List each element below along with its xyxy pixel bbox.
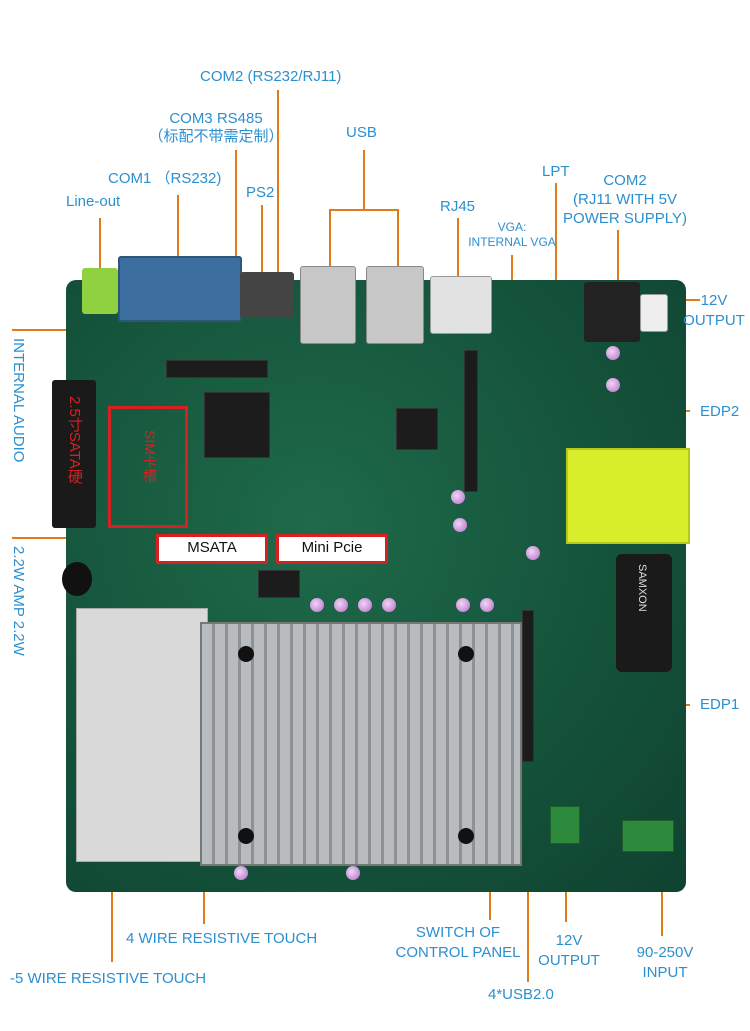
label-input-line2: INPUT bbox=[642, 964, 688, 981]
label-input-line1: 90-250V bbox=[636, 944, 694, 961]
label-vga-line2: INTERNAL VGA bbox=[468, 235, 556, 249]
label-com2-right-line2: (RJ11 WITH 5V bbox=[573, 191, 677, 208]
power-transformer bbox=[566, 448, 690, 544]
label-switch-line2: CONTROL PANEL bbox=[395, 944, 521, 961]
edp1-connector bbox=[522, 610, 534, 762]
msata-box: MSATA bbox=[156, 534, 268, 564]
capacitor bbox=[453, 518, 467, 532]
label-ps2: PS2 bbox=[246, 184, 275, 201]
capacitor bbox=[526, 546, 540, 560]
rj45-port bbox=[430, 276, 492, 334]
label-12v-bottom-line1: 12V bbox=[555, 932, 583, 949]
label-amp: 2.2W AMP 2.2W bbox=[10, 546, 27, 656]
label-com2-top: COM2 (RS232/RJ11) bbox=[200, 68, 342, 85]
ram-chip bbox=[166, 360, 268, 378]
minipcie-box: Mini Pcie bbox=[276, 534, 388, 564]
label-com3-line2: （标配不带需定制） bbox=[148, 128, 284, 145]
capacitor-brand: SAMXON bbox=[636, 564, 648, 612]
capacitor bbox=[606, 346, 620, 360]
usb-port-2 bbox=[366, 266, 424, 344]
label-12v-bottom-line2: OUTPUT bbox=[538, 952, 600, 969]
label-edp1: EDP1 bbox=[700, 696, 740, 713]
sim-slot-box bbox=[108, 406, 188, 528]
bulk-capacitor: SAMXON bbox=[616, 554, 672, 672]
heatsink-screw bbox=[238, 828, 254, 844]
label-touch4: 4 WIRE RESISTIVE TOUCH bbox=[126, 930, 318, 947]
com2-rj11-port bbox=[584, 282, 640, 342]
capacitor bbox=[346, 866, 360, 880]
label-usb20: 4*USB2.0 bbox=[488, 986, 554, 1003]
label-com3-line1: COM3 RS485 bbox=[169, 110, 263, 127]
label-12v-right-line2: OUTPUT bbox=[683, 312, 745, 329]
capacitor bbox=[358, 598, 372, 612]
com1-db9-port bbox=[118, 256, 242, 322]
so-dimm-slot bbox=[76, 608, 208, 862]
power-input-terminal bbox=[622, 820, 674, 852]
magic-chip bbox=[258, 570, 300, 598]
label-com1: COM1 （RS232) bbox=[108, 170, 222, 187]
capacitor bbox=[382, 598, 396, 612]
cpu-heatsink bbox=[200, 622, 522, 866]
capacitor bbox=[451, 490, 465, 504]
line-out-jack bbox=[82, 268, 118, 314]
label-12v-right-line1: 12V bbox=[700, 292, 728, 309]
usb-port-1 bbox=[300, 266, 356, 344]
heatsink-screw bbox=[458, 646, 474, 662]
cpu-chip bbox=[204, 392, 270, 458]
heatsink-screw bbox=[238, 646, 254, 662]
capacitor bbox=[480, 598, 494, 612]
label-vga-line1: VGA: bbox=[497, 220, 527, 234]
12v-output-port bbox=[640, 294, 668, 332]
label-lpt: LPT bbox=[542, 163, 570, 180]
capacitor bbox=[334, 598, 348, 612]
ps2-port bbox=[240, 272, 294, 318]
label-com2-right-line3: POWER SUPPLY) bbox=[563, 210, 687, 227]
label-com2-right-line1: COM2 bbox=[603, 172, 647, 189]
capacitor bbox=[606, 378, 620, 392]
sata-connector bbox=[52, 380, 96, 528]
sata-label: 2.5寸SATA硬 bbox=[66, 396, 83, 484]
edp2-connector bbox=[464, 350, 478, 492]
io-chip bbox=[396, 408, 438, 450]
label-touch5: -5 WIRE RESISTIVE TOUCH bbox=[10, 970, 207, 987]
sim-label: SIM卡槽 bbox=[142, 430, 158, 483]
capacitor bbox=[234, 866, 248, 880]
capacitor bbox=[310, 598, 324, 612]
label-usb: USB bbox=[346, 124, 377, 141]
label-edp2: EDP2 bbox=[700, 403, 740, 420]
speaker-jack bbox=[62, 562, 92, 596]
12v-output-terminal bbox=[550, 806, 580, 844]
label-switch-line1: SWITCH OF bbox=[415, 924, 501, 941]
label-rj45: RJ45 bbox=[440, 198, 476, 215]
capacitor bbox=[456, 598, 470, 612]
heatsink-screw bbox=[458, 828, 474, 844]
label-line-out: Line-out bbox=[66, 193, 121, 210]
label-internal-audio: INTERNAL AUDIO bbox=[10, 338, 27, 463]
